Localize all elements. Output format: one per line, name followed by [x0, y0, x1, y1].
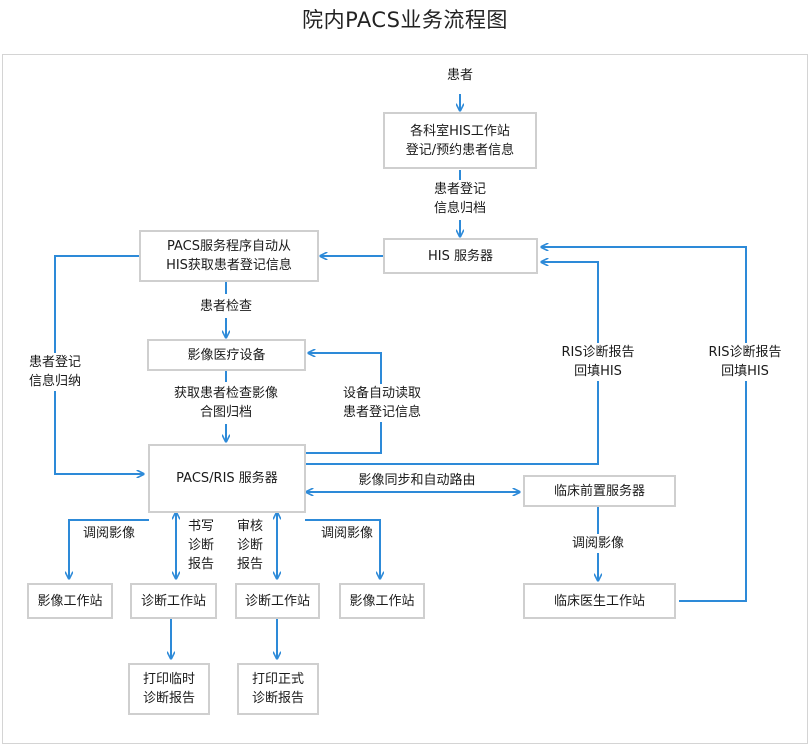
- edge-label-write-report-line-3: 报告: [188, 557, 215, 572]
- edge-label-review-report: 审核 诊断 报告: [237, 517, 267, 574]
- edge-label-get-image-archive: 获取患者检查影像 合图归档: [165, 384, 287, 422]
- node-pacs-auto: PACS服务程序自动从 HIS获取患者登记信息: [139, 230, 319, 282]
- node-patient: 患者: [436, 66, 484, 85]
- edge-label-review-report-line-2: 诊断: [237, 538, 264, 553]
- node-diag-ws-2: 诊断工作站: [235, 583, 320, 619]
- arrow-to-image-ws-1: [69, 519, 149, 578]
- edge-label-register-archive-line-2: 信息归档: [433, 201, 486, 216]
- node-his-server: HIS 服务器: [383, 238, 538, 274]
- edge-label-register-collect-line-1: 患者登记: [28, 355, 81, 370]
- node-pacs-auto-line-1: PACS服务程序自动从: [166, 239, 291, 254]
- edge-label-register-collect-line-2: 信息归纳: [28, 374, 81, 389]
- node-his-station-line-1: 各科室HIS工作站: [410, 123, 510, 139]
- edge-label-get-image-archive-line-2: 合图归档: [199, 405, 252, 420]
- edge-label-register-archive-line-1: 患者登记: [433, 182, 486, 197]
- arrow-to-image-ws-2: [305, 519, 380, 578]
- edge-label-write-report-line-2: 诊断: [188, 538, 215, 553]
- node-print-temp: 打印临时 诊断报告: [128, 663, 210, 715]
- node-his-station: 各科室HIS工作站 登记/预约患者信息: [383, 112, 537, 169]
- diagram-frame: [2, 54, 808, 744]
- node-print-formal-line-1: 打印正式: [251, 672, 304, 687]
- edge-label-patient-exam: 患者检查: [186, 297, 266, 316]
- edge-label-ris-report-1: RIS诊断报告 回填HIS: [553, 343, 643, 381]
- node-pacs-auto-line-2: HIS获取患者登记信息: [166, 258, 292, 273]
- edge-label-ris-report-1-line-1: RIS诊断报告: [561, 345, 635, 360]
- edge-label-review-report-line-1: 审核: [237, 519, 264, 534]
- node-pacs-ris-server: PACS/RIS 服务器: [148, 444, 306, 513]
- arrow-ris-report-2: [542, 247, 747, 602]
- edge-label-ris-report-2-line-1: RIS诊断报告: [708, 345, 782, 360]
- edge-label-image-sync: 影像同步和自动路由: [350, 471, 484, 490]
- node-his-station-line-2: 登记/预约患者信息: [405, 142, 515, 158]
- edge-label-ris-report-1-line-2: 回填HIS: [574, 364, 622, 379]
- edge-label-browse-image-3: 调阅影像: [567, 534, 629, 553]
- node-image-ws-2: 影像工作站: [339, 583, 425, 619]
- edge-label-device-auto-read-line-2: 患者登记信息: [342, 405, 421, 420]
- node-clinical-doctor-ws: 临床医生工作站: [523, 583, 676, 619]
- edge-label-register-collect: 患者登记 信息归纳: [20, 353, 90, 391]
- edge-label-browse-image-2: 调阅影像: [316, 524, 378, 543]
- page-title: 院内PACS业务流程图: [302, 8, 508, 32]
- node-diag-ws-1: 诊断工作站: [130, 583, 217, 619]
- edge-label-review-report-line-3: 报告: [237, 557, 264, 572]
- edge-label-register-archive: 患者登记 信息归档: [420, 180, 500, 218]
- edge-label-write-report: 书写 诊断 报告: [188, 517, 218, 574]
- node-print-formal-line-2: 诊断报告: [251, 691, 304, 706]
- edge-label-get-image-archive-line-1: 获取患者检查影像: [173, 386, 278, 401]
- edge-label-ris-report-2-line-2: 回填HIS: [721, 364, 769, 379]
- edge-label-device-auto-read-line-1: 设备自动读取: [342, 386, 421, 401]
- edge-label-ris-report-2: RIS诊断报告 回填HIS: [700, 343, 790, 381]
- edge-label-write-report-line-1: 书写: [188, 519, 215, 534]
- node-imaging-device: 影像医疗设备: [147, 339, 306, 371]
- node-image-ws-1: 影像工作站: [27, 583, 113, 619]
- node-print-temp-line-1: 打印临时: [142, 672, 195, 687]
- edge-label-browse-image-1: 调阅影像: [78, 524, 140, 543]
- node-clinical-front-server: 临床前置服务器: [523, 475, 676, 507]
- edge-label-device-auto-read: 设备自动读取 患者登记信息: [334, 384, 430, 422]
- node-print-temp-line-2: 诊断报告: [142, 691, 195, 706]
- node-print-formal: 打印正式 诊断报告: [237, 663, 319, 715]
